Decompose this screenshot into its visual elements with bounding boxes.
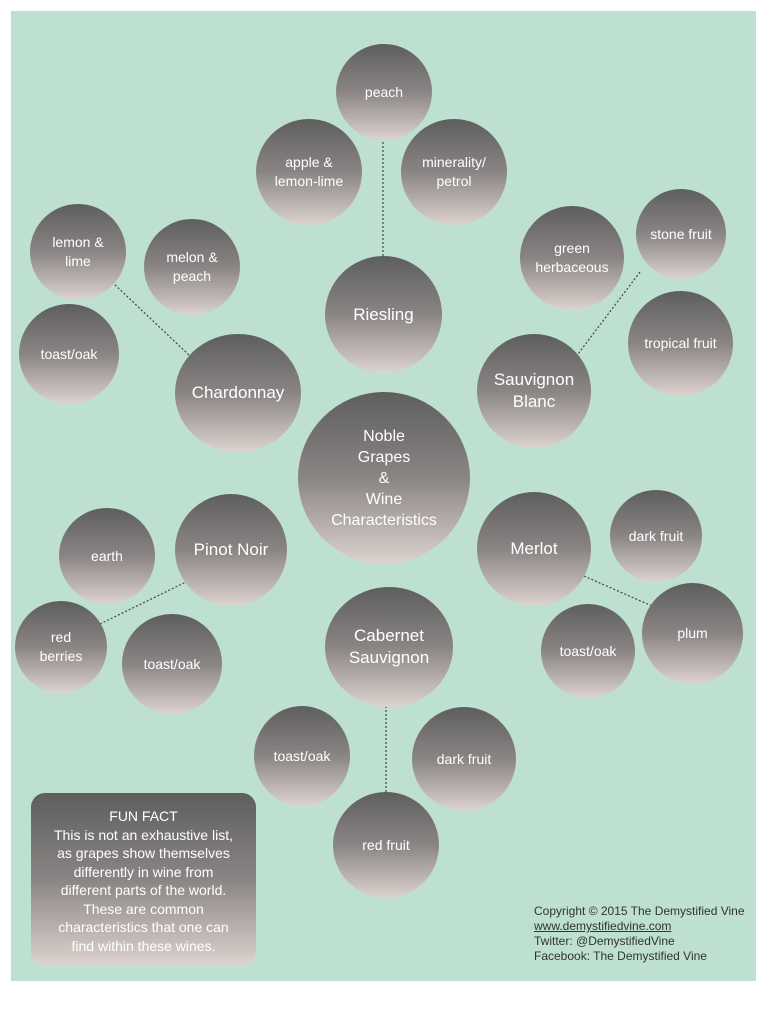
cabernet-sauvignon-bubble: Cabernet Sauvignon (325, 587, 453, 707)
sauvignon-blanc-bubble: Sauvignon Blanc (477, 334, 591, 448)
connector-merlot-plum (583, 575, 653, 607)
sauvignon-blanc-green-herbaceous-bubble: green herbaceous (520, 206, 624, 310)
riesling-peach-bubble: peach (336, 44, 432, 140)
merlot-dark-fruit-bubble: dark fruit (610, 490, 702, 582)
pinot-noir-red-berries-bubble: red berries (15, 601, 107, 693)
riesling-minerality-petrol-bubble: minerality/ petrol (401, 119, 507, 225)
chardonnay-melon-peach-bubble: melon & peach (144, 219, 240, 315)
merlot-bubble: Merlot (477, 492, 591, 606)
fun-fact-body: This is not an exhaustive list, as grape… (54, 826, 233, 954)
fun-fact-box: FUN FACT This is not an exhaustive list,… (31, 793, 256, 966)
cabernet-sauvignon-dark-fruit-bubble: dark fruit (412, 707, 516, 811)
copyright-text: Copyright © 2015 The Demystified Vine (534, 904, 745, 918)
fun-fact-title: FUN FACT (109, 808, 178, 824)
chardonnay-lemon-lime-bubble: lemon & lime (30, 204, 126, 300)
riesling-apple-lemon-lime-bubble: apple & lemon-lime (256, 119, 362, 225)
connector-chardonnay-lemon (111, 281, 191, 357)
chardonnay-toast-oak-bubble: toast/oak (19, 304, 119, 404)
pinot-noir-bubble: Pinot Noir (175, 494, 287, 606)
facebook-text: Facebook: The Demystified Vine (534, 949, 707, 963)
connector-sauvignon-stone (577, 271, 641, 355)
merlot-plum-bubble: plum (642, 583, 743, 684)
riesling-bubble: Riesling (325, 256, 442, 373)
merlot-toast-oak-bubble: toast/oak (541, 604, 635, 698)
pinot-noir-earth-bubble: earth (59, 508, 155, 604)
sauvignon-blanc-tropical-fruit-bubble: tropical fruit (628, 291, 733, 396)
pinot-noir-toast-oak-bubble: toast/oak (122, 614, 222, 714)
cabernet-sauvignon-toast-oak-bubble: toast/oak (254, 706, 350, 806)
noble-grapes-center-bubble: Noble Grapes & Wine Characteristics (298, 392, 470, 564)
website-link[interactable]: www.demystifiedvine.com (534, 919, 672, 933)
cabernet-sauvignon-red-fruit-bubble: red fruit (333, 792, 439, 898)
credits-block: Copyright © 2015 The Demystified Vine ww… (534, 904, 754, 964)
twitter-text: Twitter: @DemystifiedVine (534, 934, 675, 948)
chardonnay-bubble: Chardonnay (175, 334, 301, 452)
sauvignon-blanc-stone-fruit-bubble: stone fruit (636, 189, 726, 279)
